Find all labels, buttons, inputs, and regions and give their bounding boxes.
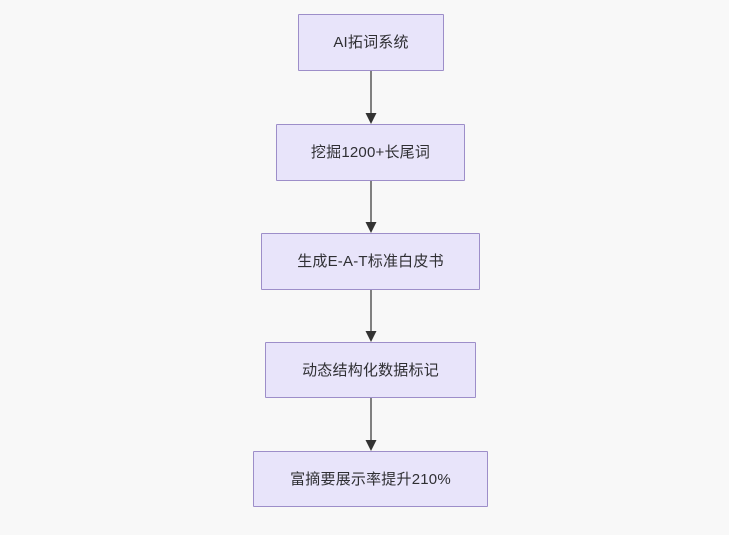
flowchart-node-structured-data-markup[interactable]: 动态结构化数据标记 xyxy=(265,342,476,398)
flowchart-node-eat-whitepaper[interactable]: 生成E-A-T标准白皮书 xyxy=(261,233,480,290)
arrowhead-icon xyxy=(365,331,377,342)
edge-n4-n5 xyxy=(358,398,384,451)
node-label: 生成E-A-T标准白皮书 xyxy=(297,253,444,270)
node-label: 富摘要展示率提升210% xyxy=(290,470,451,488)
node-label: 动态结构化数据标记 xyxy=(302,361,439,379)
node-label: AI拓词系统 xyxy=(333,34,409,51)
arrowhead-icon xyxy=(365,222,377,233)
edge-n3-n4 xyxy=(358,290,384,342)
arrowhead-icon xyxy=(365,440,377,451)
flowchart-node-rich-snippet-result[interactable]: 富摘要展示率提升210% xyxy=(253,451,488,507)
node-label: 挖掘1200+长尾词 xyxy=(310,144,431,161)
edge-n1-n2 xyxy=(358,71,384,124)
flowchart-node-ai-keyword-system[interactable]: AI拓词系统 xyxy=(298,14,444,71)
edge-n2-n3 xyxy=(358,181,384,233)
arrowhead-icon xyxy=(365,113,377,124)
flowchart-node-longtail-keywords[interactable]: 挖掘1200+长尾词 xyxy=(276,124,465,181)
